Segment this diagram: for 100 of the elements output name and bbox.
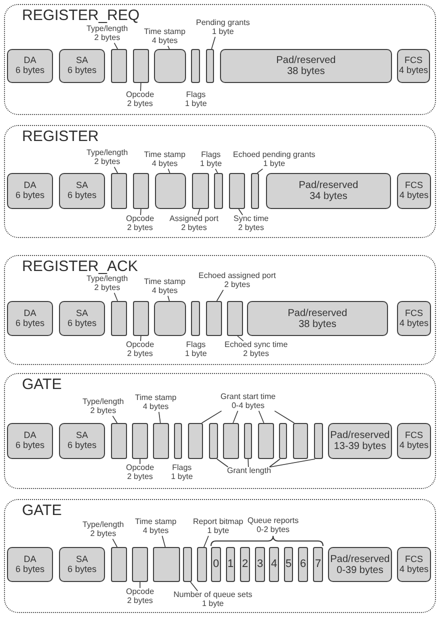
field-label: Report bitmap 1 byte bbox=[193, 518, 244, 536]
packet-field bbox=[251, 173, 259, 209]
dotted-frame bbox=[4, 125, 436, 238]
packet-field: FCS 4 bytes bbox=[397, 547, 431, 582]
packet-field bbox=[258, 423, 274, 459]
packet-field bbox=[191, 301, 200, 336]
packet-field bbox=[154, 49, 186, 83]
frame-title: REGISTER_ACK bbox=[22, 259, 138, 274]
packet-field: 7 bbox=[313, 547, 323, 582]
packet-field bbox=[192, 173, 209, 209]
field-label: Type/length 2 bytes bbox=[82, 398, 124, 416]
field-label: Assigned port 2 bytes bbox=[170, 215, 218, 233]
packet-field bbox=[206, 49, 214, 83]
leader-line bbox=[112, 538, 118, 548]
packet-field: SA 6 bytes bbox=[59, 49, 105, 83]
packet-field: DA 6 bytes bbox=[7, 547, 53, 582]
packet-field: Pad/reserved 38 bytes bbox=[220, 49, 392, 83]
packet-field bbox=[155, 173, 186, 209]
packet-field bbox=[223, 423, 239, 459]
packet-field: DA 6 bytes bbox=[7, 49, 53, 83]
field-label: Opcode 2 bytes bbox=[126, 464, 154, 482]
field-label: Type/length 2 bytes bbox=[86, 149, 128, 167]
field-label: Type/length 2 bytes bbox=[86, 275, 128, 293]
packet-field bbox=[133, 49, 149, 83]
packet-field: DA 6 bytes bbox=[7, 173, 53, 209]
leader-line bbox=[197, 208, 200, 216]
leader-line bbox=[216, 290, 224, 302]
leader-line bbox=[274, 410, 295, 424]
field-label: Echoed assigned port 2 bytes bbox=[198, 272, 276, 290]
packet-field bbox=[293, 423, 308, 459]
packet-field: 1 bbox=[226, 547, 235, 582]
packet-field: 0 bbox=[211, 547, 221, 582]
packet-field bbox=[206, 301, 222, 336]
packet-field: 3 bbox=[255, 547, 265, 582]
field-label: Sync time 2 bytes bbox=[234, 215, 269, 233]
dotted-frame bbox=[4, 373, 436, 489]
leader-line bbox=[168, 168, 170, 174]
field-label: Opcode 2 bytes bbox=[126, 341, 154, 359]
field-label: Grant length bbox=[227, 467, 272, 476]
packet-field bbox=[132, 547, 148, 582]
leader-line bbox=[211, 36, 216, 50]
frame-title: REGISTER_REQ bbox=[22, 8, 140, 23]
packet-field bbox=[209, 423, 218, 459]
field-label: Number of queue sets 1 byte bbox=[174, 591, 252, 609]
field-label: Time stamp 4 bytes bbox=[135, 518, 176, 536]
packet-field bbox=[133, 301, 149, 336]
leader-line bbox=[162, 536, 166, 548]
packet-field bbox=[197, 547, 207, 582]
leader-line bbox=[201, 410, 222, 424]
packet-field: SA 6 bytes bbox=[59, 301, 105, 336]
leader-line bbox=[216, 458, 228, 468]
packet-field bbox=[314, 423, 323, 459]
leader-line bbox=[204, 536, 209, 548]
packet-field bbox=[154, 301, 186, 336]
field-label: Flags 1 byte bbox=[200, 151, 222, 169]
packet-field: Pad/reserved 0-39 bytes bbox=[328, 547, 392, 582]
packet-field: FCS 4 bytes bbox=[397, 301, 431, 336]
packet-field: 6 bbox=[298, 547, 308, 582]
field-label: Time stamp 4 bytes bbox=[135, 394, 176, 412]
packet-field bbox=[132, 423, 148, 459]
packet-field bbox=[111, 547, 127, 582]
packet-field: 2 bbox=[240, 547, 250, 582]
packet-field bbox=[214, 173, 223, 209]
packet-field: SA 6 bytes bbox=[59, 547, 105, 582]
packet-field bbox=[153, 547, 180, 582]
packet-field bbox=[229, 173, 245, 209]
leader-line bbox=[168, 46, 170, 50]
leader-line bbox=[114, 292, 118, 302]
frame-title: REGISTER bbox=[22, 129, 99, 144]
packet-field: 4 bbox=[269, 547, 279, 582]
packet-field bbox=[153, 423, 169, 459]
field-label: Opcode 2 bytes bbox=[126, 588, 154, 606]
packet-field bbox=[244, 423, 252, 459]
packet-field: FCS 4 bytes bbox=[397, 49, 430, 83]
packet-field: DA 6 bytes bbox=[7, 301, 53, 336]
leader-line bbox=[215, 168, 218, 174]
packet-field bbox=[183, 547, 192, 582]
leader-line bbox=[270, 458, 316, 468]
packet-field bbox=[133, 173, 149, 209]
field-label: Pending grants 1 byte bbox=[196, 19, 250, 37]
packet-field bbox=[188, 423, 203, 459]
packet-field bbox=[279, 423, 287, 459]
packet-field: 5 bbox=[284, 547, 293, 582]
leader-line bbox=[269, 458, 280, 468]
packet-field bbox=[191, 49, 200, 83]
leader-line bbox=[258, 410, 264, 424]
leader-line bbox=[114, 166, 118, 174]
packet-field: SA 6 bytes bbox=[59, 173, 105, 209]
dotted-frame bbox=[4, 4, 436, 115]
leader-line bbox=[238, 208, 244, 216]
packet-field bbox=[111, 49, 127, 83]
packet-field bbox=[174, 423, 182, 459]
packet-field: SA 6 bytes bbox=[59, 423, 105, 459]
leader-line bbox=[190, 582, 198, 592]
field-label: Echoed sync time 2 bytes bbox=[224, 341, 288, 359]
packet-field: Pad/reserved 38 bytes bbox=[247, 301, 388, 336]
packet-field bbox=[111, 301, 127, 336]
packet-field bbox=[111, 423, 127, 459]
leader-line bbox=[114, 42, 118, 50]
field-label: Time stamp 4 bytes bbox=[144, 28, 186, 46]
